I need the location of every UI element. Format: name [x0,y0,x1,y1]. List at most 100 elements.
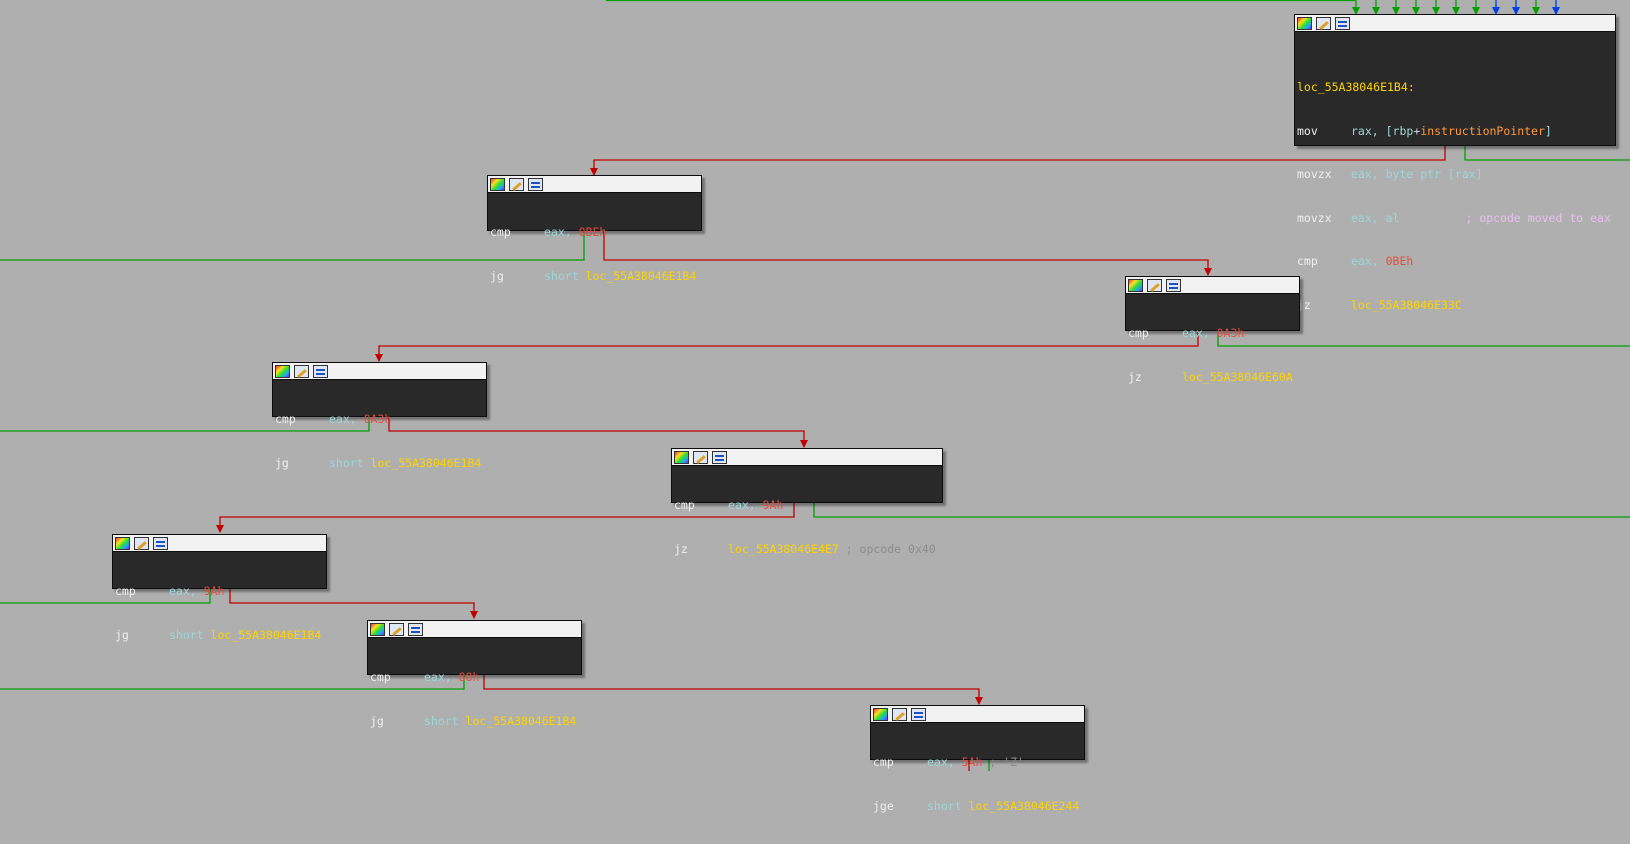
rename-icon[interactable] [1316,16,1331,30]
mnemonic: cmp [873,755,894,769]
rename-icon[interactable] [693,450,708,464]
instruction-line[interactable]: jg short loc_55A38046E1B4 [275,456,484,471]
mnemonic: movzx [1297,210,1332,225]
operand: eax, [169,584,204,598]
mnemonic: mov [1297,123,1318,138]
jump-target[interactable]: loc_55A38046E4E7 [728,541,839,556]
graph-overview-icon[interactable] [911,707,926,721]
register[interactable]: rax [1454,167,1476,181]
block-label-line: loc_55A38046E1B4: [1297,80,1613,95]
edge-true [0,417,370,432]
instruction-line[interactable]: jz loc_55A38046E60A [1128,370,1297,385]
graph-overview-icon[interactable] [313,364,328,378]
color-picker-icon[interactable] [370,622,385,636]
graph-overview-icon[interactable] [1166,278,1181,292]
mnemonic: jz [1128,369,1142,384]
rename-icon[interactable] [134,536,149,550]
rename-icon[interactable] [892,707,907,721]
rename-icon[interactable] [389,622,404,636]
mnemonic: jg [275,455,289,470]
edge-false [229,589,478,619]
graph-overview-icon[interactable] [1335,16,1350,30]
color-picker-icon[interactable] [674,450,689,464]
block-label[interactable]: loc_55A38046E1B4: [1297,80,1415,94]
mnemonic: jge [873,798,894,813]
block-header [1126,277,1299,294]
rename-icon[interactable] [1147,278,1162,292]
symbol[interactable]: instructionPointer [1420,123,1545,138]
graph-overview-icon[interactable] [528,177,543,191]
operand-plus: + [1413,123,1421,138]
color-picker-icon[interactable] [873,707,888,721]
jump-target[interactable]: loc_55A38046E1B4 [210,627,322,642]
control-flow-edges [0,0,1630,771]
color-picker-icon[interactable] [275,364,290,378]
operand: short [927,798,969,813]
color-picker-icon[interactable] [1297,16,1312,30]
edge-true [1217,331,1630,347]
register[interactable]: rbp [1392,123,1414,138]
graph-overview-icon[interactable] [408,622,423,636]
edge-false [375,331,1199,362]
mnemonic: jg [115,627,129,642]
jump-target[interactable]: loc_55A38046E1B4 [465,713,577,728]
jump-target[interactable]: loc_55A38046E33C [1351,297,1462,312]
operand: eax, [1351,254,1386,268]
rename-icon[interactable] [509,177,524,191]
jump-target[interactable]: loc_55A38046E1B4 [370,455,482,470]
jump-target[interactable]: loc_55A38046E244 [968,798,1080,813]
color-picker-icon[interactable] [1128,278,1143,292]
immediate-value: 9Ah [203,584,225,598]
instruction-line[interactable]: cmp eax, 0BEh [490,225,699,240]
mnemonic: cmp [370,670,391,684]
edge-false [216,503,795,533]
mnemonic: cmp [1297,254,1318,268]
graph-overview-icon[interactable] [153,536,168,550]
immediate-value: 0BEh [578,225,607,239]
edge-false [388,417,808,448]
edge-true [0,231,585,261]
graph-overview-icon[interactable] [712,450,727,464]
operand: eax, [329,412,364,426]
mnemonic: cmp [490,225,511,239]
jump-target[interactable]: loc_55A38046E1B4 [585,268,697,283]
block-header [871,706,1084,723]
instruction-line[interactable]: jge short loc_55A38046E244 [873,799,1082,814]
operand: short [424,713,466,728]
block-header [1295,15,1615,32]
operand: eax, [544,225,579,239]
jump-target[interactable]: loc_55A38046E60A [1182,369,1293,384]
operand: eax, [927,755,962,769]
color-picker-icon[interactable] [490,177,505,191]
operand: short [329,455,371,470]
mnemonic: cmp [674,498,695,512]
rename-icon[interactable] [294,364,309,378]
color-picker-icon[interactable] [115,536,130,550]
